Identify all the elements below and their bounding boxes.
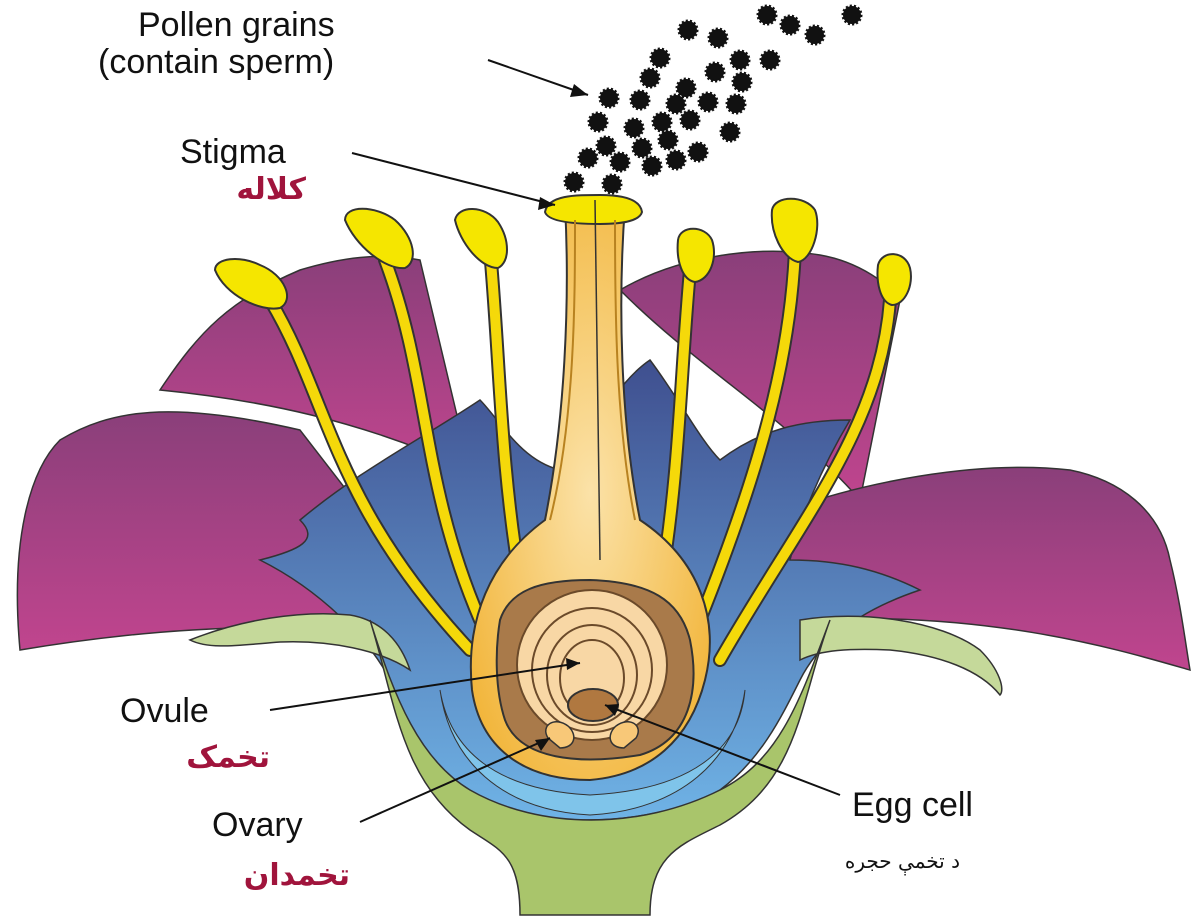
stigma-head: [545, 195, 642, 224]
stigma-leader: [352, 153, 555, 205]
anther: [878, 254, 911, 305]
egg-cell-label-arabic: د تخمې حجره: [790, 848, 960, 874]
pollen-grain: [641, 69, 659, 87]
pollen-grain: [689, 143, 707, 161]
ovary-label: Ovary: [212, 806, 303, 844]
egg-cell-label: Egg cell: [852, 786, 973, 824]
ovule-label-arabic: تخمک: [150, 740, 270, 776]
pollen-grain: [565, 173, 583, 191]
pollen-grain: [653, 113, 671, 131]
pollen-grains: [565, 6, 861, 193]
pollen-grain: [806, 26, 824, 44]
pollen-grain: [667, 95, 685, 113]
pollen-grain: [843, 6, 861, 24]
pollen-grain: [709, 29, 727, 47]
pollen-grain: [589, 113, 607, 131]
pollen-arrowhead: [570, 84, 588, 97]
pollen-grain: [731, 51, 749, 69]
pollen-label-line1: Pollen grains: [138, 6, 335, 44]
ovary-chamber: [497, 580, 694, 759]
pollen-grain: [651, 49, 669, 67]
pollen-grain: [611, 153, 629, 171]
stigma-label: Stigma: [180, 133, 286, 171]
pollen-grain: [659, 131, 677, 149]
pollen-grain: [699, 93, 717, 111]
pollen-grain: [631, 91, 649, 109]
pollen-grain: [603, 175, 621, 193]
pollen-grain: [667, 151, 685, 169]
anther: [678, 229, 714, 282]
pollen-grain: [597, 137, 615, 155]
pollen-grain: [625, 119, 643, 137]
pollen-grain: [643, 157, 661, 175]
anther: [215, 259, 287, 309]
ovule-label: Ovule: [120, 692, 209, 730]
pollen-grain: [761, 51, 779, 69]
pollen-grain: [706, 63, 724, 81]
green-sepal-right: [800, 616, 1002, 695]
pollen-grain: [733, 73, 751, 91]
pollen-grain: [681, 111, 699, 129]
pollen-grain: [781, 16, 799, 34]
pollen-grain: [579, 149, 597, 167]
pollen-grain: [600, 89, 618, 107]
pollen-grain: [721, 123, 739, 141]
stigma-label-arabic: کلاله: [206, 172, 306, 208]
pollen-grain: [727, 95, 745, 113]
ovary-label-arabic: تخمدان: [190, 858, 350, 894]
anther: [455, 209, 507, 268]
pollen-label-line2: (contain sperm): [98, 43, 334, 81]
pollen-grain: [633, 139, 651, 157]
pollen-grain: [679, 21, 697, 39]
pollen-grain: [758, 6, 776, 24]
